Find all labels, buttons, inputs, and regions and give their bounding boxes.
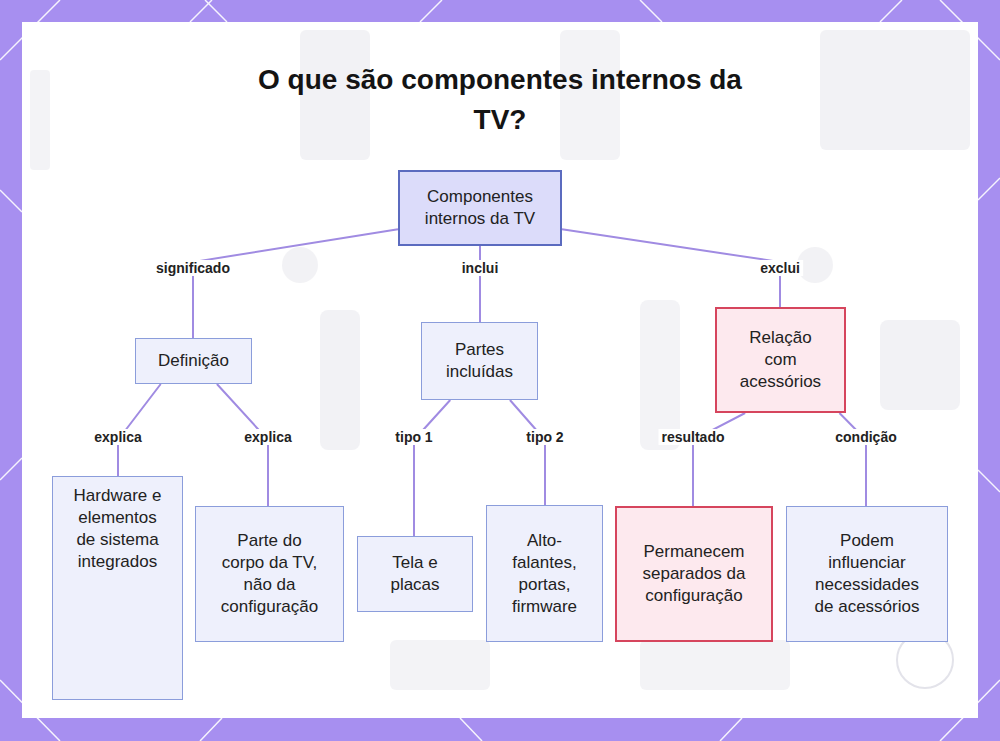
connector-line (510, 400, 545, 505)
edge-label: resultado (658, 429, 727, 445)
connector-line (839, 413, 866, 506)
root-concept-box: Componentes internos da TV (398, 170, 562, 246)
edge-label: explica (241, 429, 294, 445)
concept-box: Tela e placas (357, 536, 473, 612)
node-text: Tela e placas (384, 552, 446, 596)
node-text: Alto-falantes, portas, firmware (507, 530, 583, 618)
node-text: Relação com acessórios (737, 327, 825, 393)
concept-box: Relação com acessórios (715, 307, 846, 413)
node-text: Permanecem separados da configuração (642, 541, 746, 607)
concept-box: Alto-falantes, portas, firmware (486, 505, 603, 642)
connector-line (562, 229, 780, 307)
node-text: Podem influenciar necessidades de acessó… (811, 530, 923, 618)
node-text: Partes incluídas (435, 339, 525, 383)
concept-box: Permanecem separados da configuração (615, 506, 773, 642)
edge-label: inclui (459, 260, 502, 276)
concept-box: Parte do corpo da TV, não da configuraçã… (195, 506, 344, 642)
diagram-title: O que são componentes internos da TV? (235, 60, 765, 140)
connector-line (479, 246, 481, 322)
node-text: Parte do corpo da TV, não da configuraçã… (215, 530, 325, 618)
edge-label: condição (832, 429, 899, 445)
concept-box: Podem influenciar necessidades de acessó… (786, 506, 948, 642)
edge-label: significado (153, 260, 233, 276)
edge-label: tipo 2 (523, 429, 566, 445)
node-text: Hardware e elementos de sistema integrad… (74, 485, 162, 573)
connector-line (193, 229, 398, 338)
concept-box: Partes incluídas (421, 322, 538, 400)
edge-label: tipo 1 (392, 429, 435, 445)
connector-line (414, 400, 450, 536)
connector-line (217, 384, 268, 506)
edge-label: exclui (757, 260, 803, 276)
concept-box: Hardware e elementos de sistema integrad… (52, 476, 183, 700)
concept-box: Definição (135, 338, 252, 384)
node-text: Definição (144, 350, 244, 372)
connector-line (693, 413, 745, 506)
edge-label: explica (91, 429, 144, 445)
node-text: Componentes internos da TV (424, 186, 536, 230)
